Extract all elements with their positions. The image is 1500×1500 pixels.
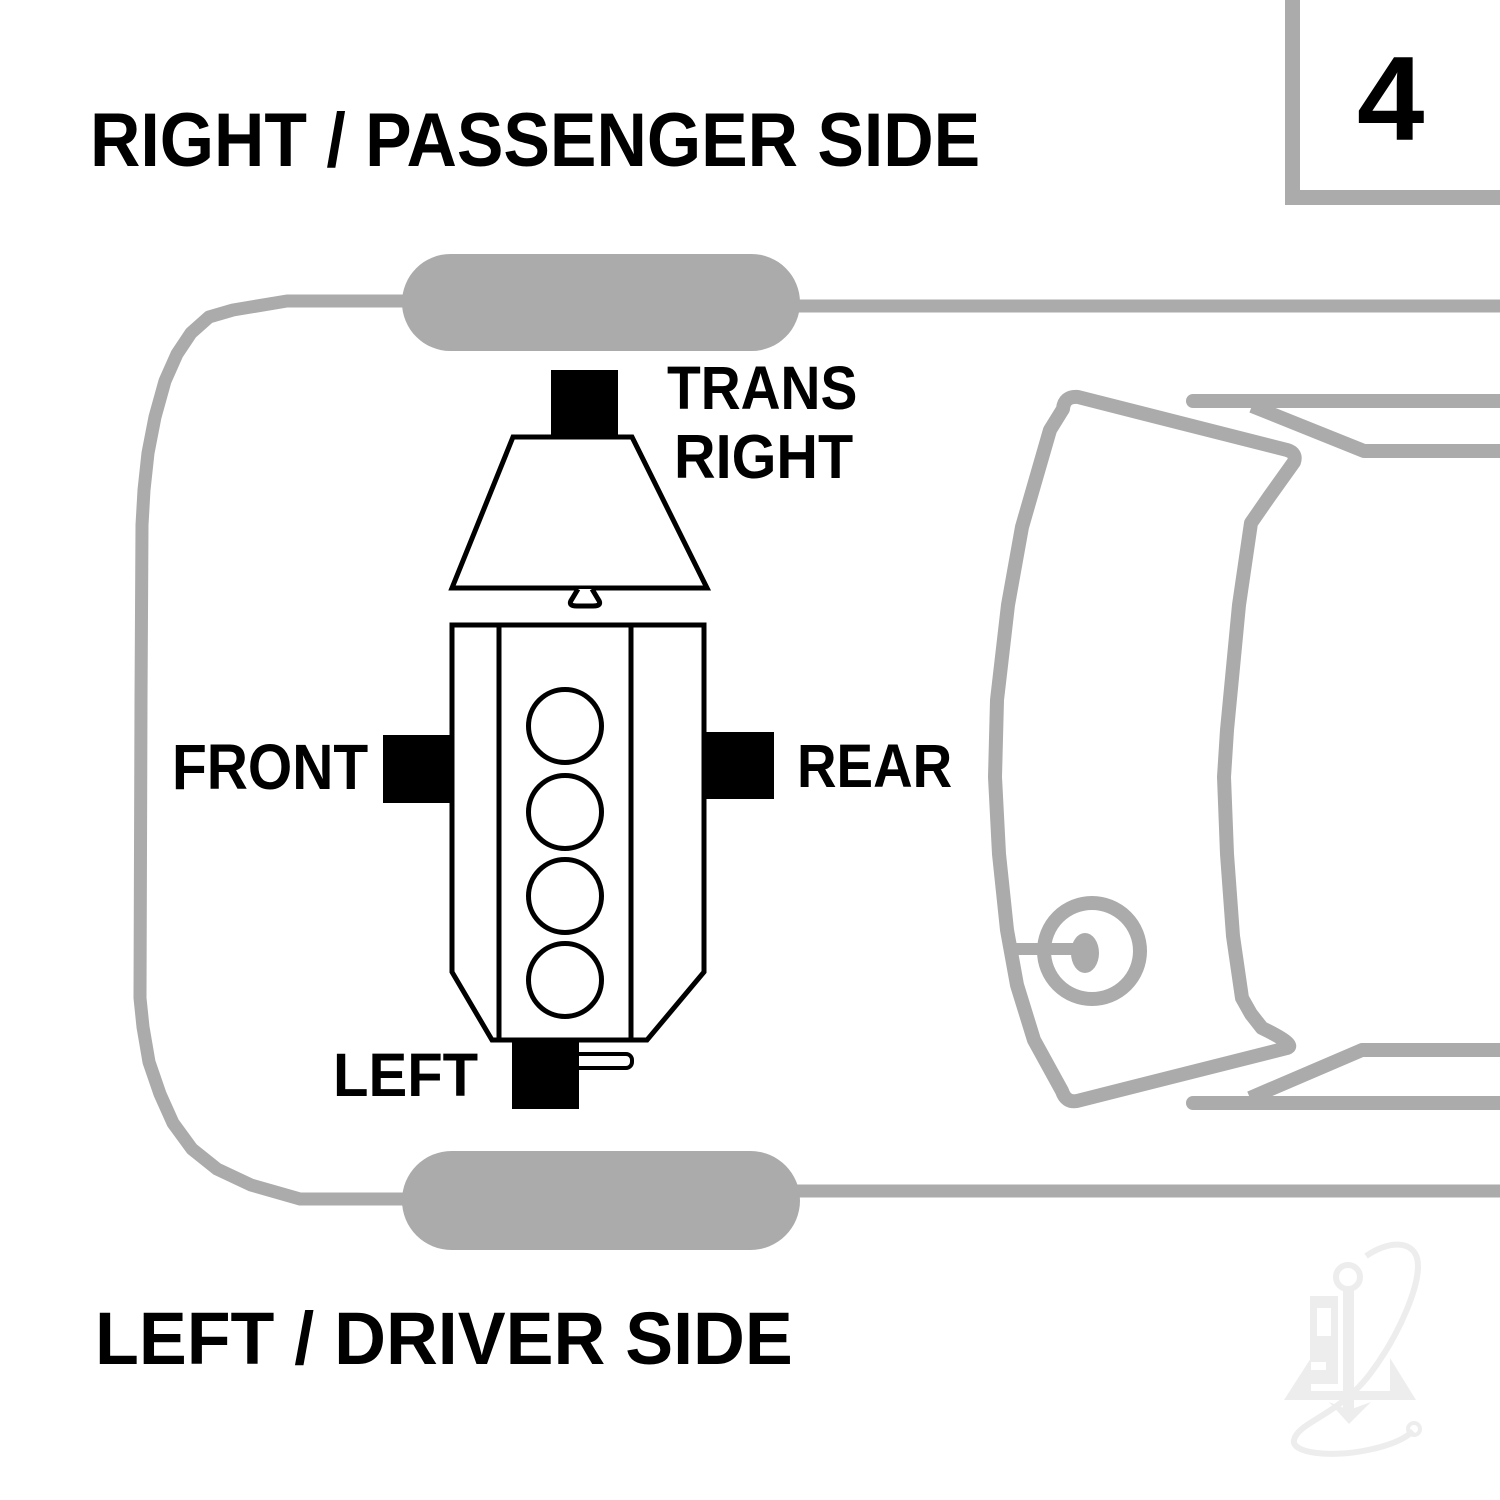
svg-text:FRONT: FRONT	[172, 731, 368, 803]
svg-text:LEFT: LEFT	[333, 1041, 478, 1110]
svg-text:LEFT / DRIVER SIDE: LEFT / DRIVER SIDE	[95, 1298, 793, 1380]
svg-text:RIGHT / PASSENGER SIDE: RIGHT / PASSENGER SIDE	[90, 98, 980, 182]
svg-text:RIGHT: RIGHT	[674, 422, 853, 491]
svg-text:REAR: REAR	[797, 733, 952, 800]
svg-text:TRANS: TRANS	[667, 355, 857, 423]
svg-text:4: 4	[1357, 32, 1424, 166]
